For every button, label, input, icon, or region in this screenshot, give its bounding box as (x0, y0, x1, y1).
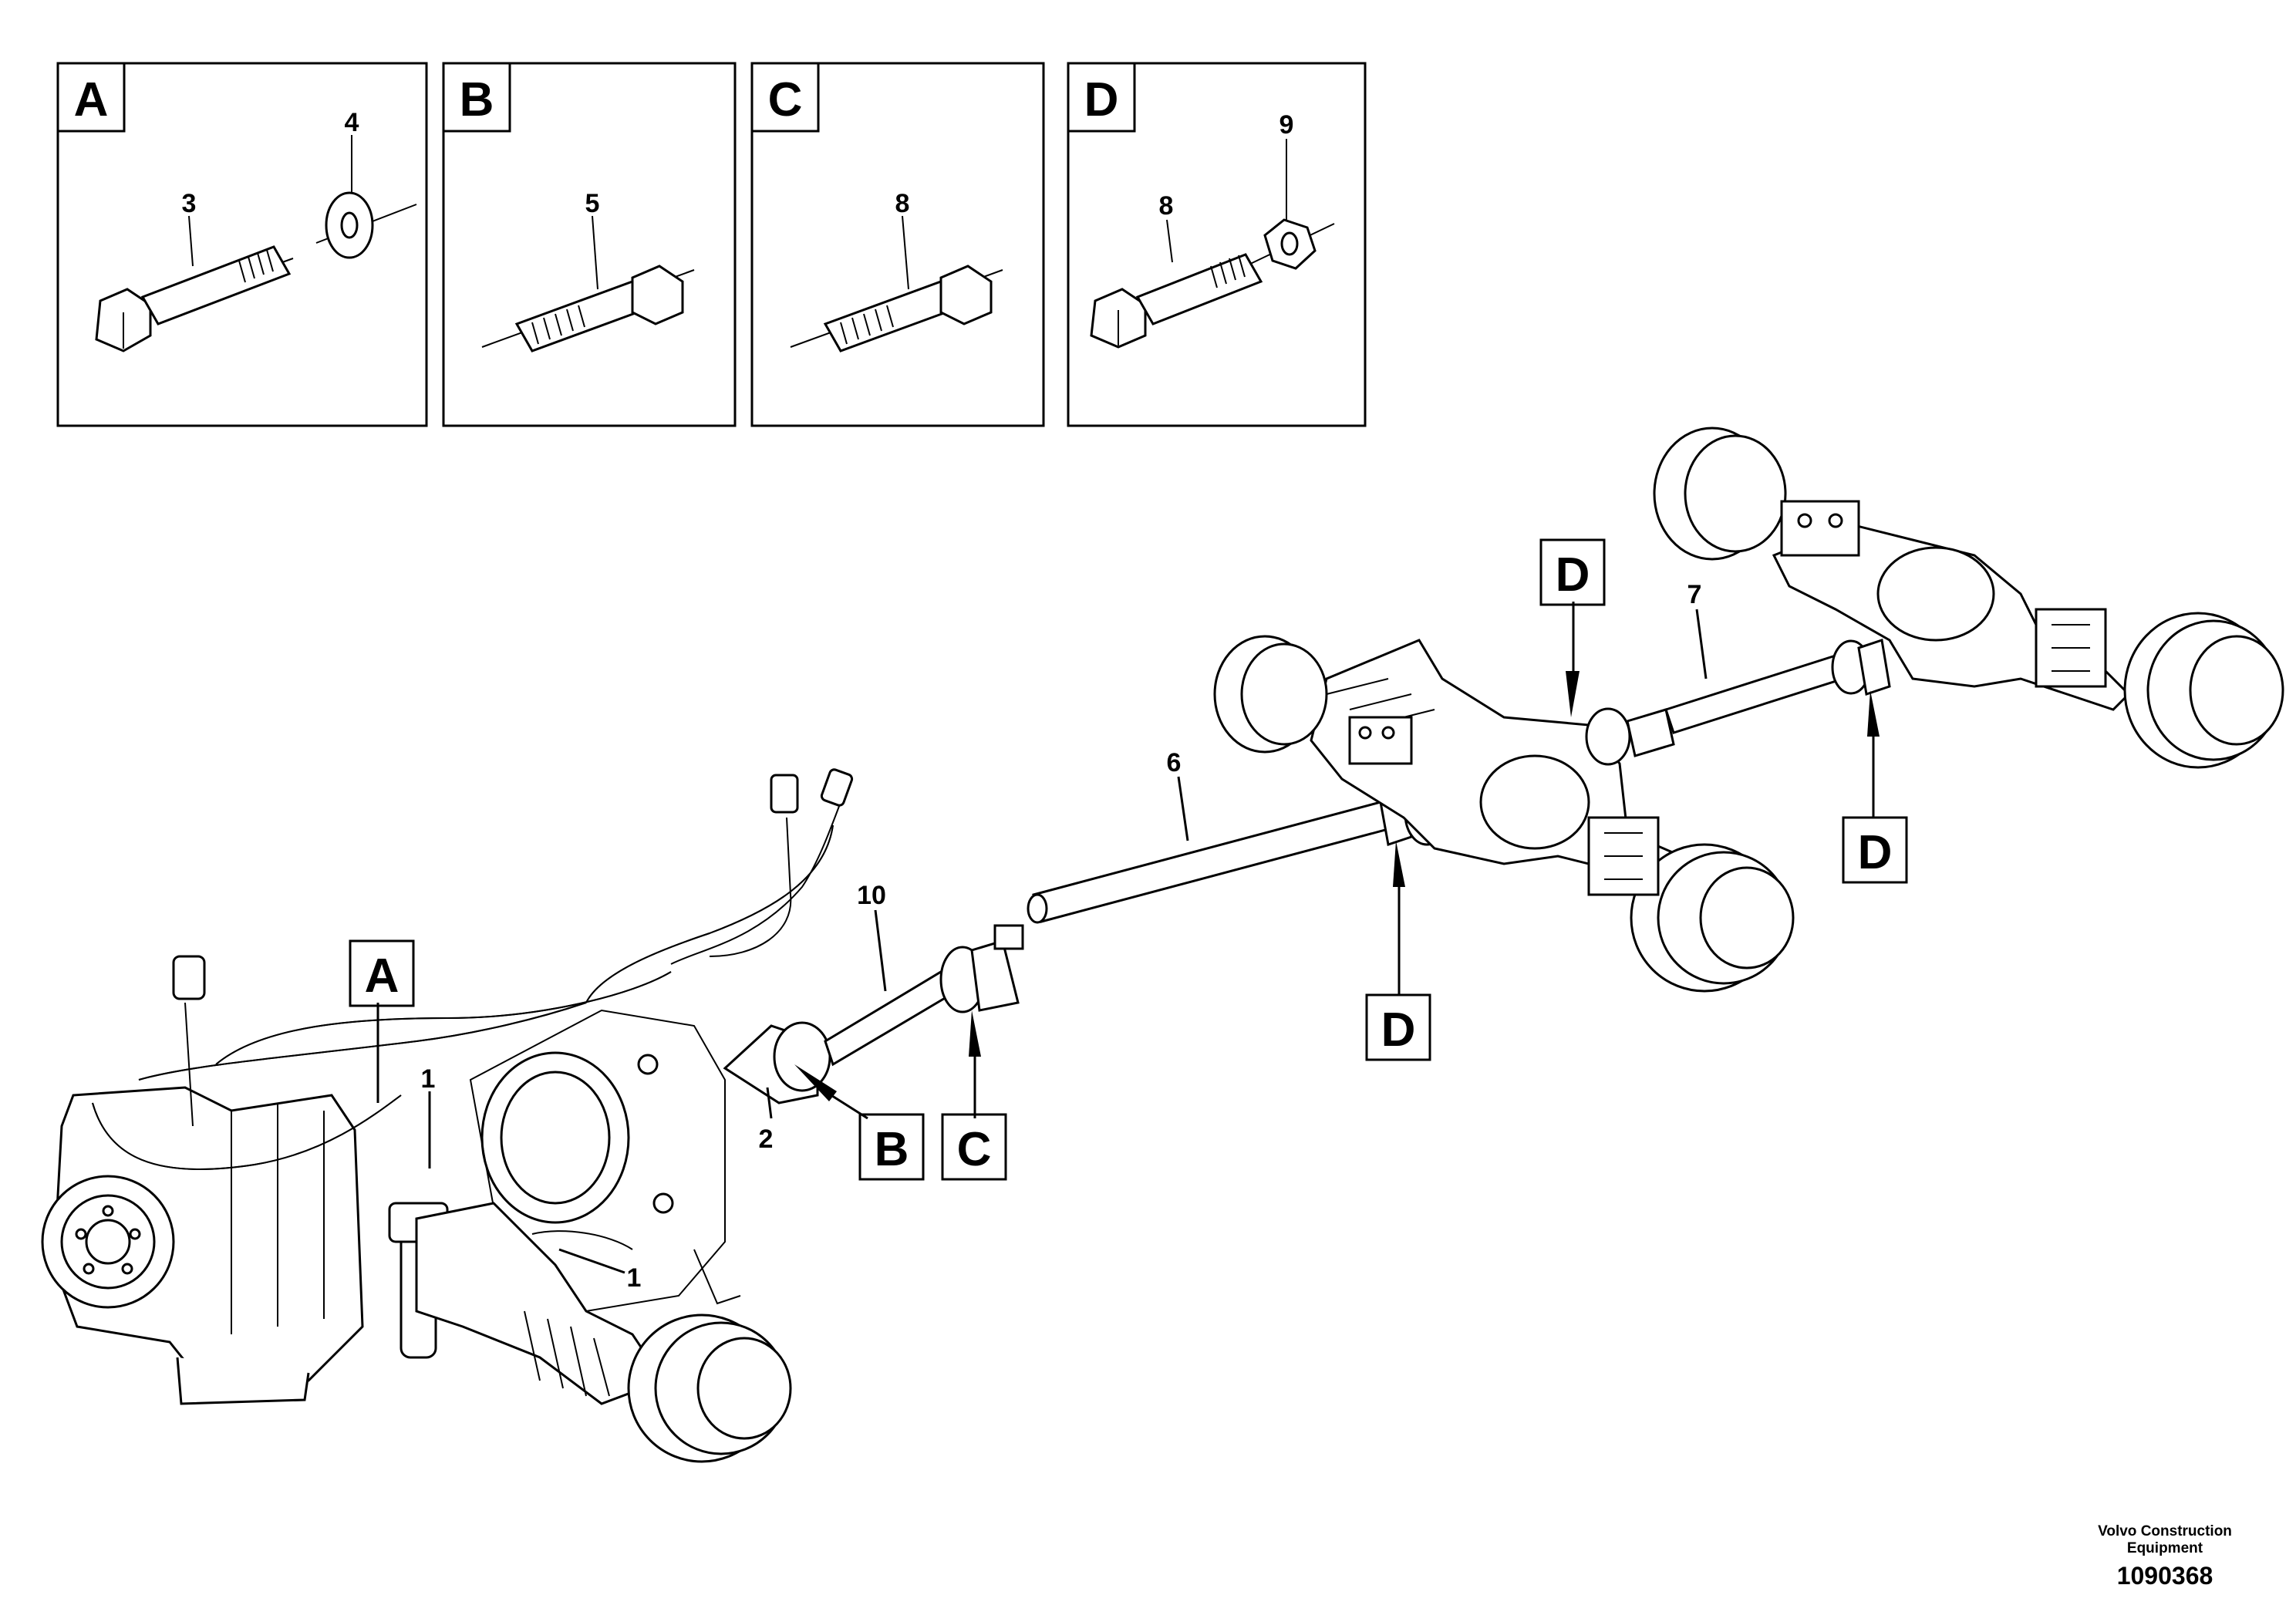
panel-d-part-9: 9 (1279, 110, 1294, 140)
panel-c-part-8: 8 (895, 189, 910, 218)
panel-b-part-5: 5 (585, 189, 600, 218)
panel-c-letter: C (768, 73, 803, 126)
callout-part-1-upper: 1 (421, 1064, 436, 1094)
nut-icon (1263, 218, 1317, 270)
washer-icon (315, 191, 417, 259)
company-name-line1: Volvo Construction (2098, 1523, 2232, 1539)
panel-a-part-4: 4 (345, 108, 359, 137)
detail-panel-c: C 8 (750, 62, 1045, 427)
bolt-icon (95, 245, 294, 352)
bolt-icon (790, 265, 1003, 352)
callout-part-6: 6 (1167, 748, 1182, 777)
ref-box-a: A (365, 949, 400, 1003)
callout-part-7: 7 (1687, 580, 1702, 609)
hoses (92, 768, 854, 1170)
transmission (41, 1086, 449, 1405)
drawing-number: 1090368 (2116, 1562, 2213, 1590)
ref-box-b: B (875, 1123, 909, 1176)
ref-box-d-right: D (1858, 826, 1893, 879)
ref-box-c: C (957, 1123, 992, 1176)
callout-part-1-lower: 1 (627, 1263, 642, 1293)
callout-labels: 1 1 2 10 6 7 A B C D D D (349, 538, 1908, 1293)
drivetrain-assembly (41, 427, 2284, 1463)
detail-panel-a: A 3 4 (56, 62, 428, 427)
panel-d-part-8: 8 (1159, 191, 1174, 221)
panel-d-letter: D (1084, 73, 1119, 126)
rear-axle (1653, 427, 2284, 769)
panel-a-part-3: 3 (182, 189, 197, 218)
detail-panel-b: B 5 (442, 62, 737, 427)
middle-axle (1213, 635, 1795, 993)
prop-shaft-7 (1585, 639, 1891, 766)
front-axle (415, 1202, 792, 1463)
ref-box-d-middle: D (1381, 1003, 1416, 1057)
panel-b-letter: B (460, 73, 494, 126)
panel-a-letter: A (74, 73, 109, 126)
callout-leaders (376, 602, 1880, 1274)
prop-shaft-10 (723, 924, 1024, 1104)
converter-housing (469, 1009, 741, 1313)
detail-panel-d: D 8 9 (1067, 62, 1367, 427)
callout-part-2: 2 (759, 1125, 774, 1154)
ref-box-d-upper: D (1556, 548, 1590, 602)
bolt-icon (481, 265, 695, 352)
callout-part-10: 10 (857, 881, 886, 910)
company-name-line2: Equipment (2126, 1540, 2203, 1556)
footer: Volvo Construction Equipment 1090368 (2065, 1523, 2265, 1591)
